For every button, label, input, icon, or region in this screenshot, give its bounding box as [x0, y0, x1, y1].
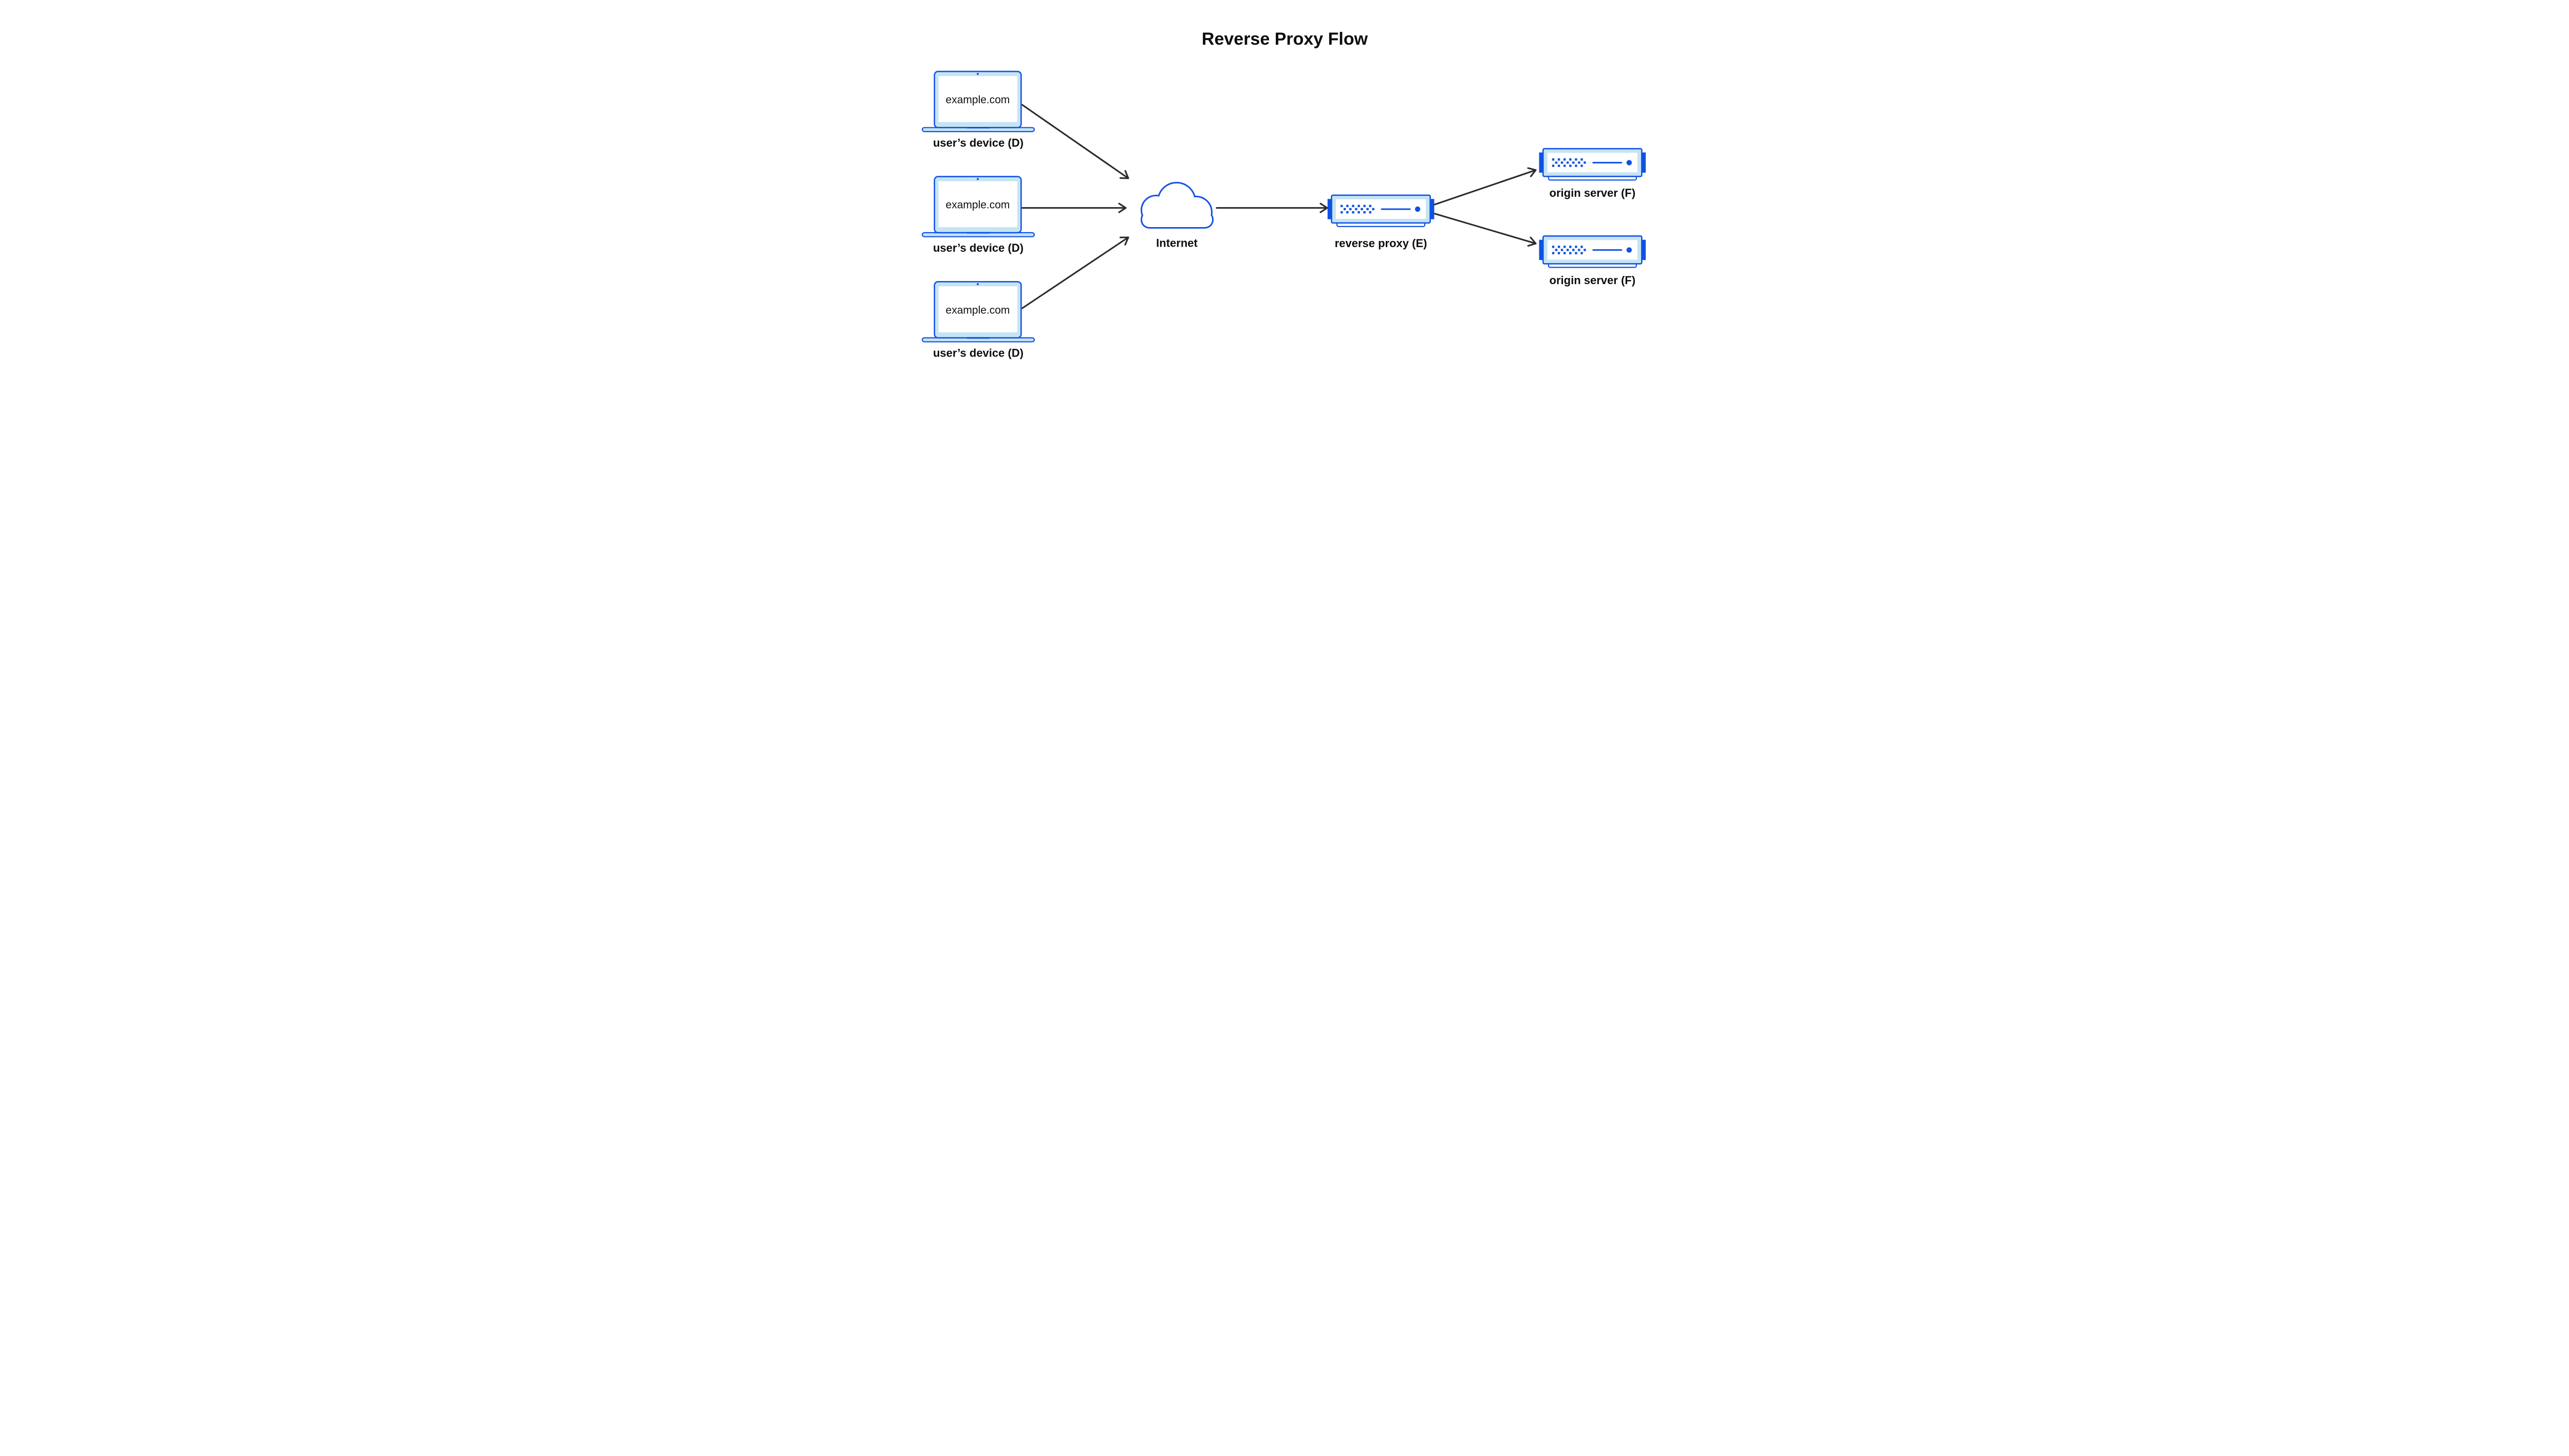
device1-screen-url: example.com — [945, 94, 1010, 106]
server-icon — [1326, 194, 1435, 228]
device2-label: user’s device (D) — [933, 241, 1023, 254]
diagram-title: Reverse Proxy Flow — [1201, 29, 1368, 49]
arrow-device1-to-internet — [1021, 104, 1129, 179]
device1-label: user’s device (D) — [933, 136, 1023, 149]
diagram-page: Reverse Proxy Flow example.com user’s de… — [882, 0, 1687, 403]
arrow-proxy-to-origin1 — [1432, 167, 1537, 206]
arrow-device3-to-internet — [1021, 236, 1129, 309]
arrow-proxy-to-origin2 — [1432, 212, 1537, 247]
device2-screen-url: example.com — [945, 199, 1010, 211]
server-icon — [1538, 147, 1647, 181]
cloud-icon — [1142, 183, 1212, 227]
server-icon — [1538, 235, 1647, 268]
reverse-proxy-node: reverse proxy (E) — [1326, 194, 1435, 250]
origin-server-node-1: origin server (F) — [1538, 147, 1647, 199]
user-device-3: example.com user’s device (D) — [921, 281, 1035, 360]
origin-server2-label: origin server (F) — [1549, 274, 1635, 287]
user-device-2: example.com user’s device (D) — [921, 176, 1035, 254]
device3-label: user’s device (D) — [933, 347, 1023, 360]
device3-screen-url: example.com — [945, 304, 1010, 316]
arrows — [1021, 104, 1537, 309]
reverse-proxy-label: reverse proxy (E) — [1334, 237, 1427, 250]
internet-label: Internet — [1156, 237, 1198, 250]
user-device-1: example.com user’s device (D) — [921, 70, 1035, 149]
origin-server1-label: origin server (F) — [1549, 186, 1635, 199]
internet-node: Internet — [1142, 183, 1212, 250]
origin-server-node-2: origin server (F) — [1538, 235, 1647, 287]
reverse-proxy-flow-diagram: Reverse Proxy Flow example.com user’s de… — [882, 0, 1687, 403]
